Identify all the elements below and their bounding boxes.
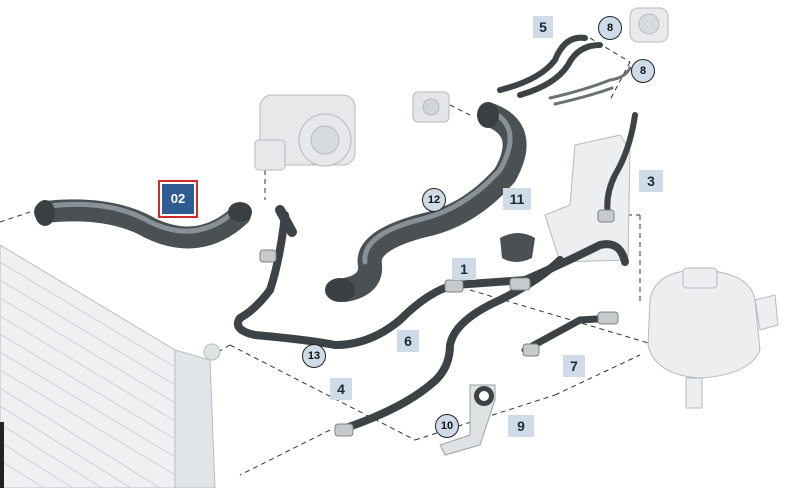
callout-part-4[interactable]: 4 [330,378,352,400]
connector-fittings [259,209,619,437]
hose-02[interactable] [34,199,252,249]
expansion-tank [647,267,779,409]
callout-part-7[interactable]: 7 [563,355,585,377]
selected-part-label[interactable]: 02 [158,180,198,218]
bracket-9[interactable] [439,384,496,456]
auxiliary-pump [629,7,669,43]
callout-part-5[interactable]: 5 [533,16,553,38]
callout-part-11[interactable]: 11 [503,188,531,210]
callout-part-3[interactable]: 3 [639,170,663,192]
hose-4[interactable] [233,205,459,350]
callout-circle-10[interactable]: 10 [435,414,459,438]
callout-part-6[interactable]: 6 [397,330,419,352]
clip-11[interactable] [500,233,535,262]
valve [412,91,450,123]
hose-1[interactable] [325,102,527,302]
callout-circle-8-bottom[interactable]: 8 [631,59,655,83]
reservoir-bracket [544,134,631,263]
hose-5[interactable] [497,34,603,98]
callout-part-1[interactable]: 1 [452,258,476,280]
selected-part-number: 02 [162,184,194,214]
hose-3[interactable] [604,112,638,218]
page-edge-marker [0,422,4,488]
thermostat-housing [254,94,356,171]
callout-circle-8-top[interactable]: 8 [598,16,622,40]
callout-circle-13[interactable]: 13 [302,344,326,368]
radiator [0,244,221,488]
pipe-8[interactable] [548,66,632,106]
callout-circle-12[interactable]: 12 [422,188,446,212]
callout-part-9[interactable]: 9 [508,415,534,437]
